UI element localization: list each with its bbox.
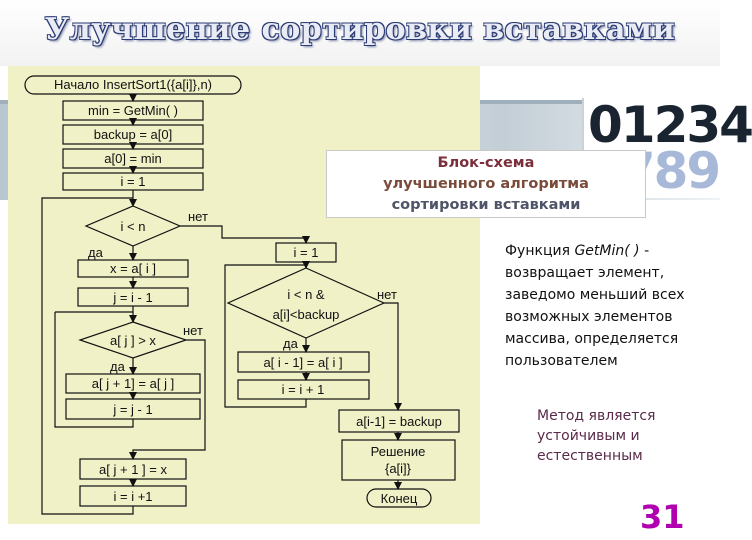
page-number: 31 bbox=[640, 498, 685, 536]
iinc-label: i = i +1 bbox=[113, 489, 152, 504]
loop-back-i bbox=[41, 197, 134, 515]
function-desc-rest: - возвращает элемент, заведомо меньший в… bbox=[505, 243, 685, 369]
caption-line-1: Блок-схема bbox=[437, 155, 535, 171]
shift-label: a[ j + 1] = a[ j ] bbox=[92, 376, 174, 391]
slide-title: Улучшение сортировки вставками bbox=[44, 12, 676, 47]
a0-label: a[0] = min bbox=[104, 151, 161, 166]
i1b-label: i = 1 bbox=[294, 245, 319, 260]
connector bbox=[384, 302, 402, 411]
block-iinc2 bbox=[237, 379, 370, 400]
decision-aj-gt-x bbox=[78, 321, 188, 359]
digits-row-top: 01234 bbox=[588, 96, 752, 154]
loop-back-j bbox=[54, 312, 134, 428]
flowchart-background bbox=[8, 66, 480, 524]
function-desc-prefix: Функция bbox=[505, 243, 575, 259]
loop-back-move bbox=[224, 264, 307, 408]
start-label: Начало InsertSort1({a[i]},n) bbox=[54, 77, 212, 92]
yes-label-3: да bbox=[283, 336, 299, 351]
block-jdec bbox=[65, 398, 201, 420]
cond-backup-line2: a[i]<backup bbox=[273, 307, 340, 322]
connector bbox=[55, 306, 134, 313]
restore-label: a[i-1] = backup bbox=[356, 414, 442, 429]
function-name: GetMin( ) bbox=[574, 243, 640, 259]
block-min bbox=[62, 100, 204, 121]
no-label-1: нет bbox=[188, 209, 208, 224]
slide-header-background bbox=[0, 0, 720, 66]
block-restore bbox=[338, 409, 460, 433]
iinc2-label: i = i + 1 bbox=[282, 382, 325, 397]
block-move bbox=[237, 351, 370, 373]
backup-label: backup = a[0] bbox=[94, 127, 172, 142]
yes-label-1: да bbox=[88, 245, 104, 260]
block-result bbox=[341, 439, 456, 481]
block-j bbox=[77, 287, 189, 307]
result-line1: Решение bbox=[371, 444, 426, 459]
move-label: a[ i - 1] = a[ i ] bbox=[263, 355, 342, 370]
digits-row-top-text: 01234 bbox=[588, 96, 752, 154]
method-note: Метод является устойчивым и естественным bbox=[537, 408, 656, 464]
x-label: x = a[ i ] bbox=[110, 261, 156, 276]
block-i1 bbox=[62, 172, 204, 191]
insert-label: a[ j + 1 ] = x bbox=[99, 462, 167, 477]
block-backup bbox=[62, 124, 204, 145]
block-i1b bbox=[275, 242, 337, 263]
connector bbox=[180, 225, 310, 244]
flowchart-caption: Блок-схема улучшенного алгоритма сортиро… bbox=[326, 150, 646, 218]
jdec-label: j = j - 1 bbox=[112, 402, 152, 417]
flow-labels: Начало InsertSort1({a[i]},n) min = GetMi… bbox=[54, 77, 442, 506]
start-terminal bbox=[24, 75, 242, 95]
caption-line-2: улучшенного алгоритма bbox=[383, 176, 589, 192]
decision-backup bbox=[226, 267, 386, 339]
connector bbox=[129, 339, 206, 460]
flow-connectors bbox=[41, 94, 402, 515]
block-iinc bbox=[79, 485, 187, 507]
cond-i-lt-n-label: i < n bbox=[121, 219, 146, 234]
caption-line-3: сортировки вставками bbox=[391, 197, 581, 213]
decision-i-lt-n bbox=[84, 205, 182, 247]
no-label-2: нет bbox=[183, 323, 203, 338]
block-a0 bbox=[62, 148, 204, 169]
flow-shapes bbox=[24, 75, 460, 508]
function-description: Функция GetMin( ) - возвращает элемент, … bbox=[505, 240, 710, 372]
yes-label-2: да bbox=[110, 359, 126, 374]
end-terminal bbox=[366, 488, 432, 508]
block-x bbox=[77, 259, 189, 278]
result-line2: {a[i]} bbox=[385, 461, 412, 476]
i1-label: i = 1 bbox=[121, 174, 146, 189]
block-insert bbox=[79, 458, 187, 480]
j-label: j = i - 1 bbox=[112, 290, 152, 305]
end-label: Конец bbox=[381, 491, 418, 506]
cond-backup-line1: i < n & bbox=[287, 287, 325, 302]
block-shift bbox=[65, 373, 201, 394]
no-label-3: нет bbox=[377, 287, 397, 302]
flowchart: Начало InsertSort1({a[i]},n) min = GetMi… bbox=[24, 75, 460, 515]
min-label: min = GetMin( ) bbox=[88, 103, 178, 118]
cond-aj-gt-x-label: a[ j ] > x bbox=[110, 333, 156, 348]
